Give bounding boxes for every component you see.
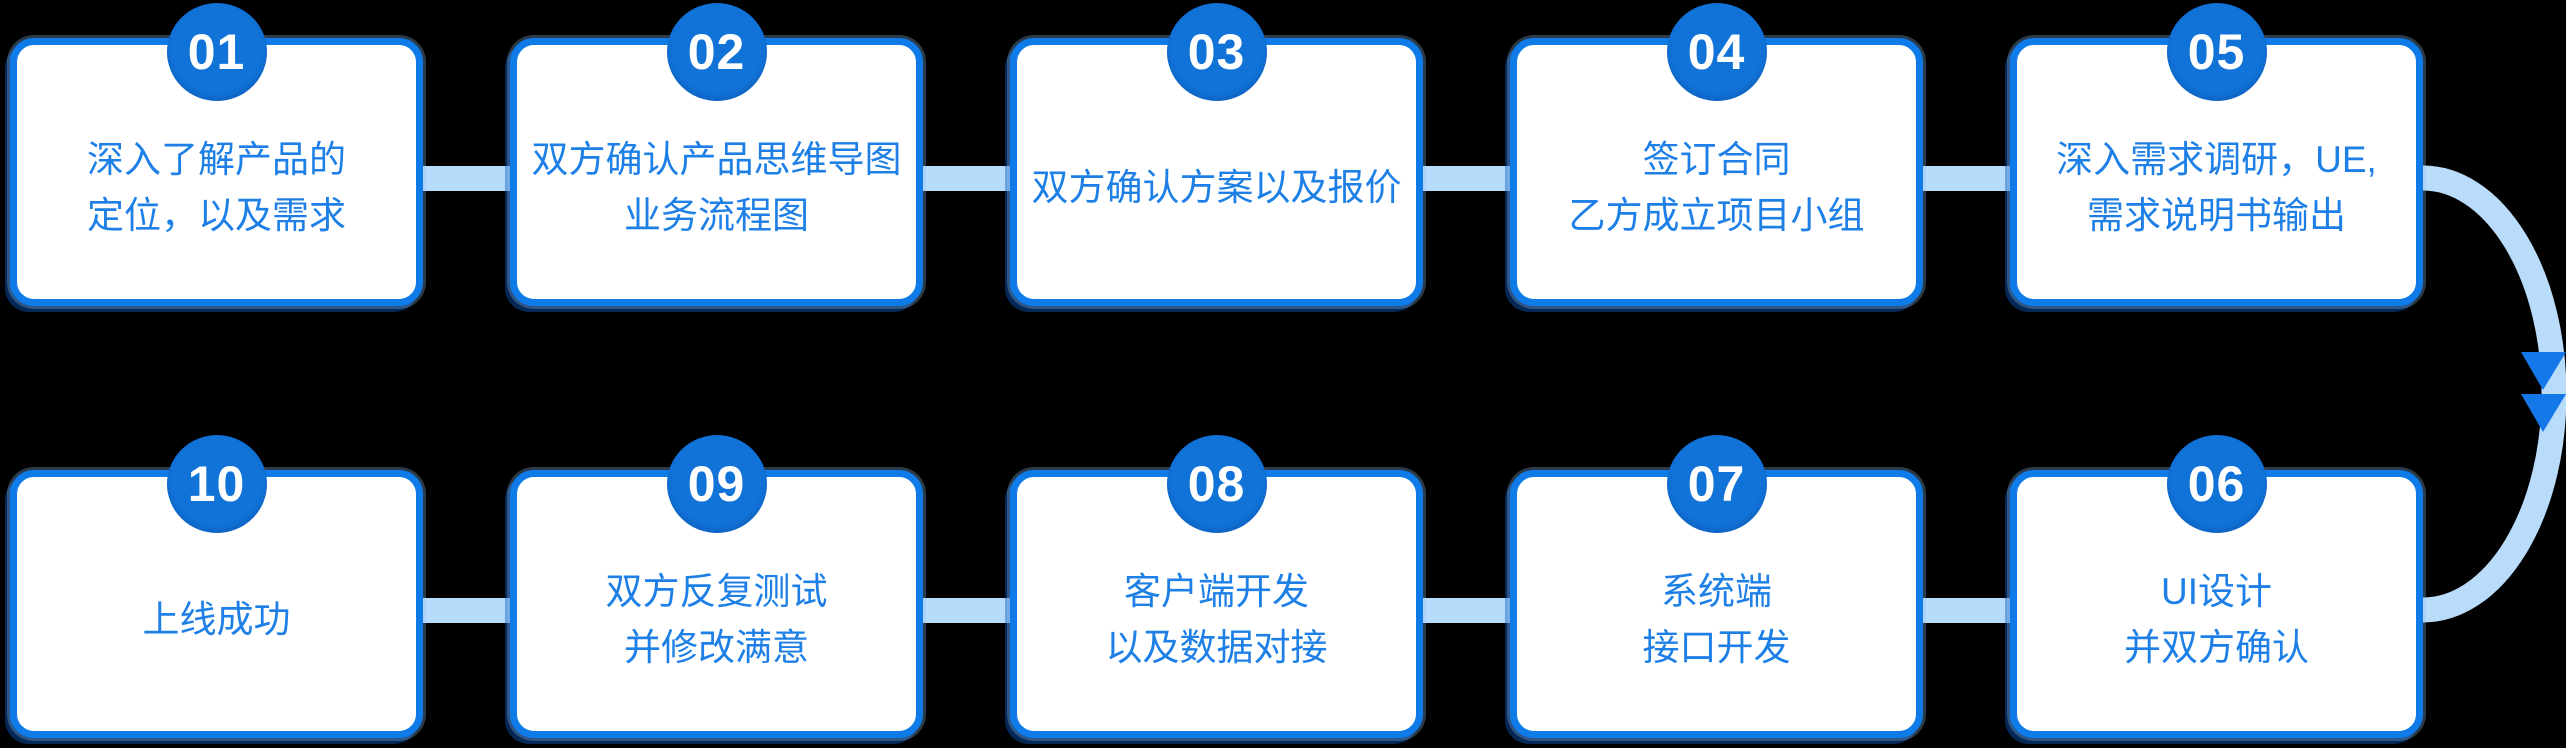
step-number: 01 [187, 24, 246, 80]
step-text-line: 双方确认产品思维导图 [531, 139, 902, 180]
step-text: 上线成功 [143, 592, 291, 648]
step-text-line: 并修改满意 [624, 627, 809, 668]
step-number: 03 [1187, 24, 1246, 80]
step-number: 04 [1687, 24, 1746, 80]
step-text-line: 客户端开发 [1124, 571, 1309, 612]
step-number: 08 [1187, 456, 1246, 512]
arrow-head-icon [2521, 394, 2566, 432]
step-text-line: 接口开发 [1642, 627, 1791, 668]
step-text: 深入需求调研，UE, 需求说明书输出 [2056, 132, 2377, 244]
step-text-line: 需求说明书输出 [2087, 195, 2346, 236]
step-card-06: 06 UI设计 并双方确认 [2010, 435, 2423, 738]
step-text-line: 以及数据对接 [1105, 627, 1328, 668]
step-text: 签订合同 乙方成立项目小组 [1569, 132, 1865, 244]
step-number: 02 [687, 24, 746, 80]
connector-09-10 [414, 598, 519, 623]
step-text-line: 上线成功 [142, 599, 291, 640]
step-text-line: 双方反复测试 [605, 571, 828, 612]
step-number: 05 [2187, 24, 2246, 80]
connector-06-07 [1914, 598, 2019, 623]
step-text: 客户端开发 以及数据对接 [1106, 564, 1328, 676]
step-number-badge: 04 [1666, 3, 1767, 101]
step-number-badge: 06 [2166, 435, 2267, 533]
step-number-badge: 03 [1166, 3, 1267, 101]
step-number-badge: 05 [2166, 3, 2267, 101]
step-card-04: 04 签订合同 乙方成立项目小组 [1510, 3, 1923, 306]
step-card-09: 09 双方反复测试 并修改满意 [510, 435, 923, 738]
step-number-badge: 01 [166, 3, 267, 101]
step-text: 系统端 接口开发 [1643, 564, 1791, 676]
step-number-badge: 08 [1166, 435, 1267, 533]
connector-02-03 [914, 166, 1019, 191]
step-text: 双方反复测试 并修改满意 [606, 564, 828, 676]
step-text-line: UI设计 [2161, 571, 2272, 612]
step-number: 06 [2187, 456, 2246, 512]
step-card-01: 01 深入了解产品的 定位，以及需求 [10, 3, 423, 306]
step-text-line: 乙方成立项目小组 [1568, 195, 1865, 236]
step-text: UI设计 并双方确认 [2124, 564, 2309, 676]
step-number: 10 [187, 456, 246, 512]
step-number-badge: 02 [666, 3, 767, 101]
step-card-07: 07 系统端 接口开发 [1510, 435, 1923, 738]
step-text-line: 深入了解产品的 [87, 139, 346, 180]
step-text-line: 深入需求调研，UE, [2056, 139, 2377, 180]
step-card-05: 05 深入需求调研，UE, 需求说明书输出 [2010, 3, 2423, 306]
connector-04-05 [1914, 166, 2019, 191]
arrow-head-icon [2521, 352, 2566, 390]
connector-08-09 [914, 598, 1019, 623]
step-text-line: 定位，以及需求 [87, 195, 346, 236]
step-text: 深入了解产品的 定位，以及需求 [87, 132, 346, 244]
step-number: 07 [1687, 456, 1746, 512]
step-text: 双方确认产品思维导图 业务流程图 [532, 132, 902, 244]
step-text-line: 签订合同 [1642, 139, 1791, 180]
connector-07-08 [1414, 598, 1519, 623]
step-text: 双方确认方案以及报价 [1032, 160, 1402, 216]
step-number: 09 [687, 456, 746, 512]
step-card-02: 02 双方确认产品思维导图 业务流程图 [510, 3, 923, 306]
connector-03-04 [1414, 166, 1519, 191]
step-card-08: 08 客户端开发 以及数据对接 [1010, 435, 1423, 738]
connector-01-02 [414, 166, 519, 191]
step-number-badge: 09 [666, 435, 767, 533]
step-text-line: 系统端 [1661, 571, 1772, 612]
step-text-line: 双方确认方案以及报价 [1031, 167, 1402, 208]
step-number-badge: 10 [166, 435, 267, 533]
step-text-line: 并双方确认 [2124, 627, 2309, 668]
step-number-badge: 07 [1666, 435, 1767, 533]
step-card-10: 10 上线成功 [10, 435, 423, 738]
step-card-03: 03 双方确认方案以及报价 [1010, 3, 1423, 306]
step-text-line: 业务流程图 [624, 195, 809, 236]
